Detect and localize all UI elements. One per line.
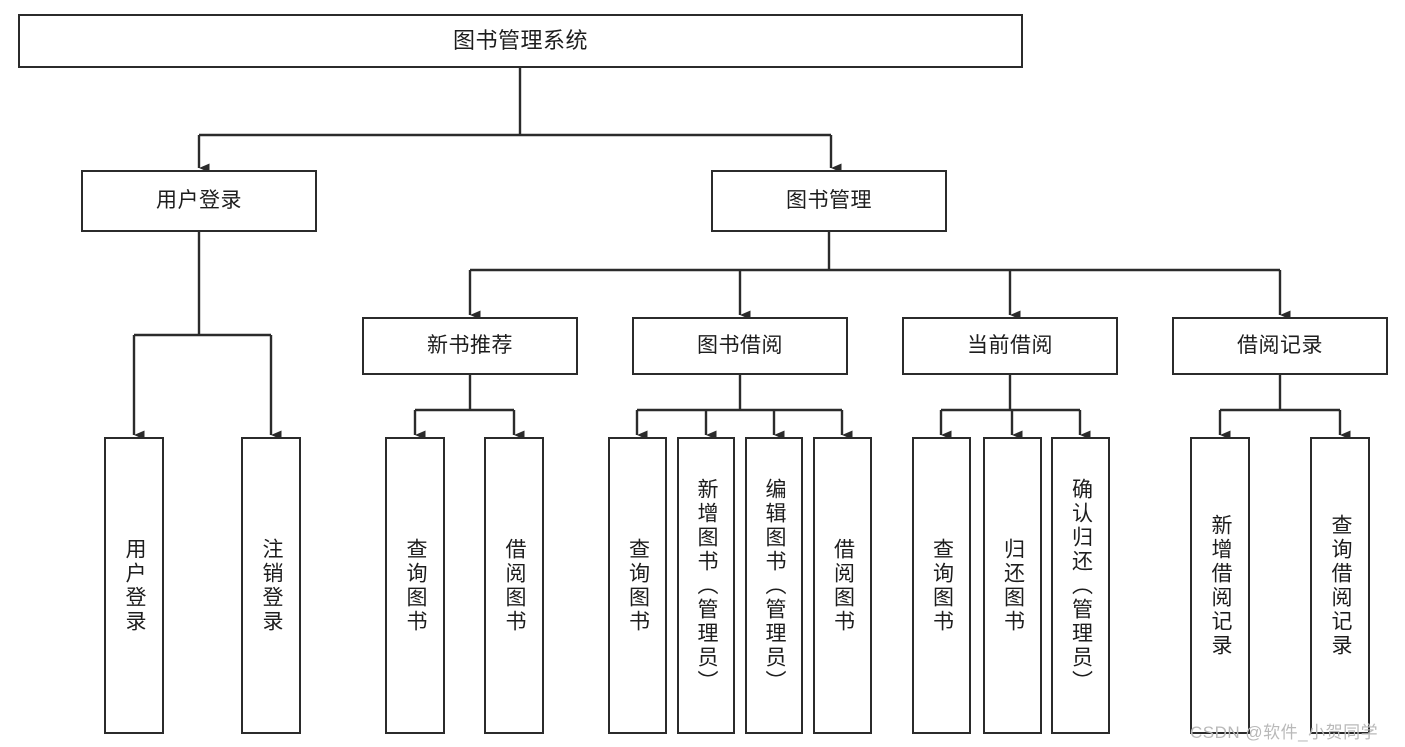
leaf-borrow-book-newbook[interactable]: 借阅图书 bbox=[484, 437, 544, 734]
leaf-add-borrow-record[interactable]: 新增借阅记录 bbox=[1190, 437, 1250, 734]
node-user-login[interactable]: 用户登录 bbox=[81, 170, 317, 232]
leaf-user-login[interactable]: 用户登录 bbox=[104, 437, 164, 734]
leaf-query-book-current[interactable]: 查询图书 bbox=[912, 437, 971, 734]
node-book-management[interactable]: 图书管理 bbox=[711, 170, 947, 232]
node-borrow-record[interactable]: 借阅记录 bbox=[1172, 317, 1388, 375]
leaf-query-book-newbook[interactable]: 查询图书 bbox=[385, 437, 445, 734]
leaf-query-borrow-record[interactable]: 查询借阅记录 bbox=[1310, 437, 1370, 734]
leaf-confirm-return-admin[interactable]: 确认归还（管理员） bbox=[1051, 437, 1110, 734]
node-book-borrow[interactable]: 图书借阅 bbox=[632, 317, 848, 375]
leaf-query-book-borrow[interactable]: 查询图书 bbox=[608, 437, 667, 734]
leaf-borrow-book[interactable]: 借阅图书 bbox=[813, 437, 872, 734]
node-current-borrow[interactable]: 当前借阅 bbox=[902, 317, 1118, 375]
leaf-add-book-admin[interactable]: 新增图书（管理员） bbox=[677, 437, 735, 734]
node-root-library-system[interactable]: 图书管理系统 bbox=[18, 14, 1023, 68]
leaf-return-book[interactable]: 归还图书 bbox=[983, 437, 1042, 734]
leaf-edit-book-admin[interactable]: 编辑图书（管理员） bbox=[745, 437, 803, 734]
node-new-book-recommend[interactable]: 新书推荐 bbox=[362, 317, 578, 375]
leaf-logout[interactable]: 注销登录 bbox=[241, 437, 301, 734]
